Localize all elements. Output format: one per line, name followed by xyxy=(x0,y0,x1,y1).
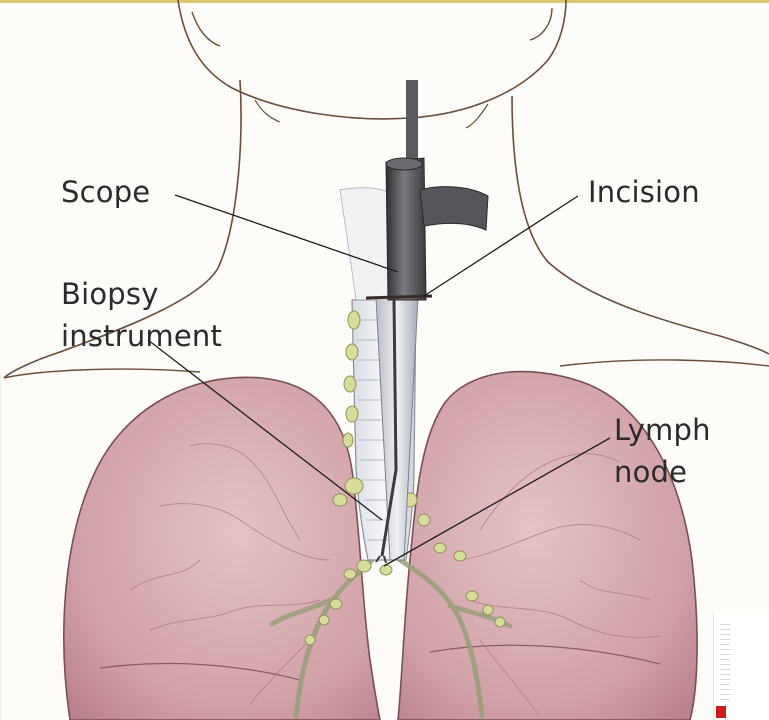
scope-body xyxy=(386,158,426,300)
scroll-marker[interactable] xyxy=(716,706,726,718)
clavicle-right xyxy=(560,360,769,366)
corner-scroll-widget[interactable] xyxy=(713,612,769,720)
left-lung xyxy=(64,377,380,720)
scope-side-port xyxy=(420,187,488,230)
neck-muscle-left xyxy=(255,100,280,122)
right-ear-outline xyxy=(530,8,552,40)
biopsy-label-line2: instrument xyxy=(61,318,222,354)
incision-label: Incision xyxy=(588,174,700,210)
top-border xyxy=(0,0,769,3)
incision-mark xyxy=(366,296,432,298)
clavicle-left xyxy=(4,369,200,378)
lymph-label-line1: Lymph xyxy=(614,412,711,448)
lymph-label-line2: node xyxy=(614,454,687,490)
left-ear-outline xyxy=(192,12,220,46)
neck-right-outline xyxy=(512,96,769,354)
scope-label: Scope xyxy=(61,174,150,210)
scope-cable xyxy=(406,80,418,160)
scroll-ticks xyxy=(720,624,730,704)
biopsy-label-line1: Biopsy xyxy=(61,276,159,312)
jaw-outline xyxy=(178,0,566,119)
scope-cap xyxy=(386,158,422,170)
